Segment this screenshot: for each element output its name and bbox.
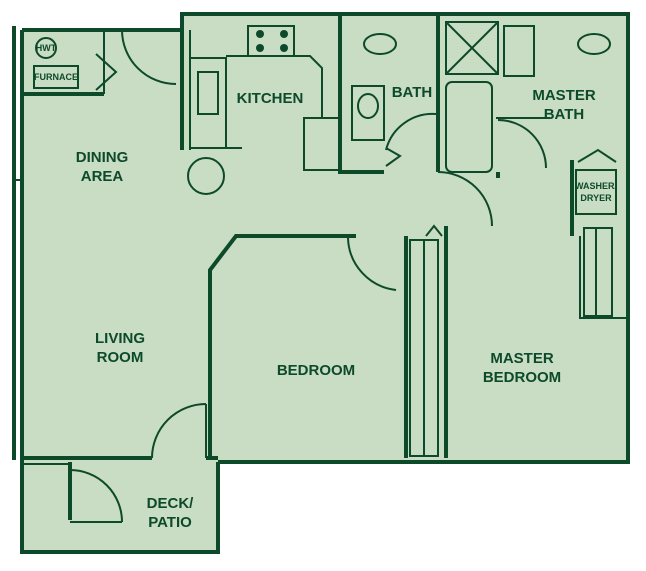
deck-label-line1: DECK/ bbox=[147, 495, 195, 512]
master-bedroom-walls bbox=[444, 226, 628, 458]
furnace-icon bbox=[33, 65, 79, 89]
bedroom-walls bbox=[208, 224, 443, 458]
washer-label-line2: DRYER bbox=[580, 193, 612, 203]
bathtub-icon bbox=[445, 81, 493, 173]
deck-label-line2: PATIO bbox=[148, 514, 192, 531]
sink-icon bbox=[197, 71, 219, 115]
hwt-label: HWT bbox=[36, 43, 57, 53]
master-bath-area bbox=[445, 21, 611, 178]
refrigerator-icon bbox=[303, 117, 341, 171]
bath-label: BATH bbox=[392, 84, 433, 101]
master-bedroom-label-line1: MASTER bbox=[490, 350, 554, 367]
bath-area bbox=[338, 14, 440, 174]
kitchen-label: KITCHEN bbox=[237, 90, 304, 107]
kitchen-area bbox=[180, 14, 341, 195]
patio-door bbox=[151, 403, 207, 459]
master-bath-label-line1: MASTER bbox=[532, 87, 596, 104]
bath-toilet-icon bbox=[363, 33, 397, 55]
living-label-line1: LIVING bbox=[95, 330, 145, 347]
living-label-line2: ROOM bbox=[97, 349, 144, 366]
stove-icon bbox=[247, 25, 295, 57]
master-closet bbox=[583, 227, 613, 317]
furnace-label: FURNACE bbox=[34, 72, 78, 82]
dining-label-line2: AREA bbox=[81, 168, 124, 185]
washer-dryer-icon bbox=[575, 169, 617, 215]
windows bbox=[14, 179, 580, 463]
laundry-closet bbox=[570, 148, 617, 317]
master-bath-label-line2: BATH bbox=[544, 106, 585, 123]
master-vanity-icon bbox=[503, 25, 535, 77]
water-heater-icon bbox=[35, 37, 57, 59]
bedroom-label: BEDROOM bbox=[277, 362, 355, 379]
entry-door bbox=[121, 29, 177, 85]
hall bbox=[347, 171, 493, 291]
utility-closet bbox=[24, 28, 118, 96]
room-labels: HWT FURNACE DINING AREA KITCHEN BATH MAS… bbox=[34, 43, 617, 531]
washer-label-line1: WASHER/ bbox=[575, 181, 618, 191]
master-toilet-icon bbox=[577, 33, 611, 55]
deck-door bbox=[69, 469, 123, 523]
master-bedroom-label-line2: BEDROOM bbox=[483, 369, 561, 386]
dining-label-line1: DINING bbox=[76, 149, 129, 166]
dining-table-icon bbox=[187, 157, 225, 195]
